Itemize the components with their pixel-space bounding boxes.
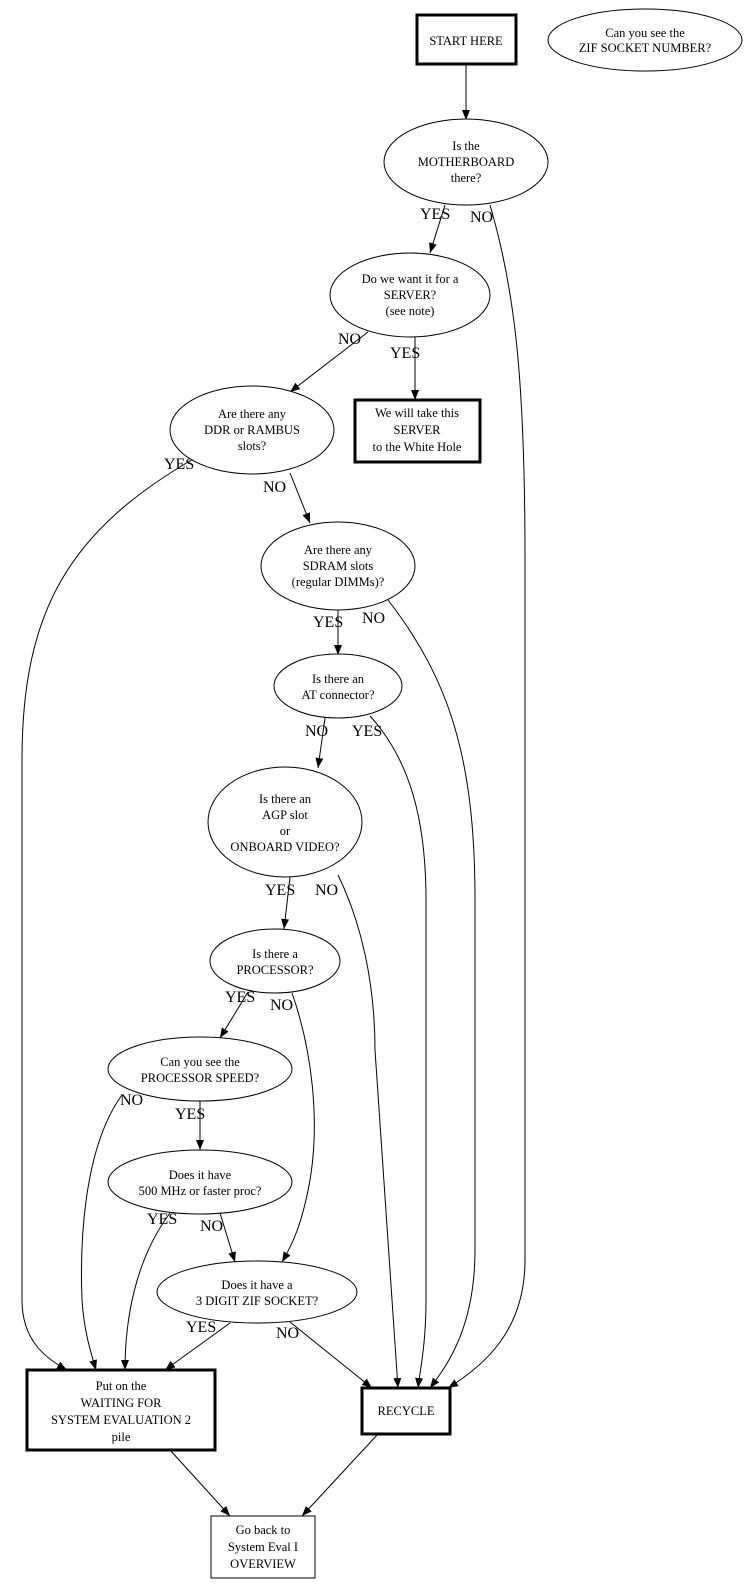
node-label: Can you see the: [160, 1055, 240, 1069]
node-label: SDRAM slots: [303, 559, 374, 573]
edge-label: YES: [164, 456, 194, 473]
edge-waiting-goback: [169, 1449, 231, 1517]
node-label: Go back to: [236, 1523, 291, 1537]
node-label: Do we want it for a: [362, 272, 459, 286]
edge-label: YES: [225, 989, 255, 1006]
edge-label: NO: [270, 997, 293, 1014]
edge-label: YES: [186, 1319, 216, 1336]
node-label: We will take this: [375, 406, 459, 420]
node-ddr: Are there any DDR or RAMBUS slots?: [169, 385, 335, 475]
node-label: Is there an: [259, 792, 312, 806]
node-label: or: [280, 824, 291, 838]
node-label: Is there an: [312, 672, 365, 686]
node-label: PROCESSOR?: [236, 963, 314, 977]
node-label: WAITING FOR: [81, 1396, 163, 1410]
node-server: Do we want it for a SERVER? (see note): [329, 252, 491, 338]
edge-label: NO: [362, 610, 385, 627]
node-label: 3 DIGIT ZIF SOCKET?: [196, 1294, 319, 1308]
node-start: START HERE: [415, 13, 518, 66]
node-label: AGP slot: [262, 808, 308, 822]
edge-label: YES: [390, 345, 420, 362]
edge-labels: YES NO NO YES YES NO YES NO NO YES YES N…: [120, 206, 493, 1342]
node-agp: Is there an AGP slot or ONBOARD VIDEO?: [207, 766, 363, 878]
edge-label: YES: [147, 1211, 177, 1228]
edge-recycle-goback: [301, 1433, 379, 1517]
node-label: SERVER?: [384, 288, 437, 302]
edge-processor-speed: [219, 991, 249, 1039]
node-recycle: RECYCLE: [360, 1386, 452, 1436]
node-label: to the White Hole: [373, 440, 462, 454]
node-take-server: We will take this SERVER to the White Ho…: [353, 398, 482, 464]
node-label: AT connector?: [301, 688, 374, 702]
edges: [21, 65, 526, 1517]
edge-motherboard-recycle: [447, 204, 526, 1389]
node-go-back: Go back to System Eval I OVERVIEW: [210, 1515, 316, 1579]
node-processor-speed: Can you see the PROCESSOR SPEED?: [107, 1036, 293, 1102]
edge-label: YES: [265, 882, 295, 899]
node-label: MOTHERBOARD: [418, 155, 515, 169]
node-label: there?: [451, 171, 482, 185]
node-zif3: Does it have a 3 DIGIT ZIF SOCKET?: [156, 1260, 358, 1324]
edge-label: YES: [313, 614, 343, 631]
edge-ddr-sdram: [289, 472, 311, 524]
node-label: Is the: [452, 139, 480, 153]
node-label: (see note): [386, 304, 435, 318]
node-at-connector: Is there an AT connector?: [273, 653, 403, 719]
node-500mhz: Does it have 500 MHz or faster proc?: [107, 1149, 293, 1215]
edge-zif3-waiting: [164, 1322, 231, 1371]
node-label: Is there a: [252, 947, 298, 961]
node-label: Are there any: [304, 543, 373, 557]
node-label: slots?: [238, 439, 267, 453]
node-label: Does it have: [169, 1168, 232, 1182]
edge-sdram-recycle: [387, 599, 476, 1389]
edge-at-recycle: [369, 715, 427, 1389]
node-label: SYSTEM EVALUATION 2: [51, 1413, 191, 1427]
edge-label: NO: [470, 209, 493, 226]
edge-at-agp: [315, 717, 326, 769]
edge-zif3-recycle: [289, 1321, 373, 1389]
node-label: RECYCLE: [378, 1404, 435, 1418]
node-label: Are there any: [218, 407, 287, 421]
edge-mhz-zif3: [219, 1212, 236, 1263]
node-label: PROCESSOR SPEED?: [141, 1071, 260, 1085]
node-label: System Eval I: [228, 1540, 298, 1554]
node-zif-socket-number: Can you see the ZIF SOCKET NUMBER?: [547, 8, 743, 72]
edge-server-ddr: [289, 331, 369, 393]
node-label: ZIF SOCKET NUMBER?: [579, 41, 712, 55]
edge-label: NO: [263, 479, 286, 496]
node-waiting: Put on the WAITING FOR SYSTEM EVALUATION…: [25, 1368, 217, 1452]
node-sdram: Are there any SDRAM slots (regular DIMMs…: [260, 521, 416, 611]
node-label: 500 MHz or faster proc?: [139, 1184, 262, 1198]
edge-agp-processor: [281, 876, 291, 930]
edge-agp-recycle: [337, 874, 402, 1389]
node-label: SERVER: [394, 423, 442, 437]
edge-label: YES: [420, 206, 450, 223]
node-label: pile: [112, 1430, 131, 1444]
node-label: Does it have a: [221, 1278, 293, 1292]
edge-processor-zif3: [281, 992, 315, 1263]
edge-speed-waiting: [80, 1094, 123, 1371]
edge-label: NO: [120, 1092, 143, 1109]
edge-label: NO: [315, 882, 338, 899]
node-label: ONBOARD VIDEO?: [230, 840, 340, 854]
edge-label: NO: [305, 723, 328, 740]
edge-label: YES: [352, 723, 382, 740]
node-label: OVERVIEW: [230, 1557, 296, 1571]
edge-motherboard-server: [429, 204, 446, 254]
node-motherboard: Is the MOTHERBOARD there?: [383, 118, 549, 206]
edge-label: YES: [175, 1106, 205, 1123]
edge-mhz-waiting: [121, 1212, 171, 1371]
node-label: START HERE: [429, 34, 503, 48]
edge-label: NO: [200, 1218, 223, 1235]
node-label: (regular DIMMs)?: [292, 575, 385, 589]
edge-label: NO: [338, 331, 361, 348]
node-processor: Is there a PROCESSOR?: [209, 928, 341, 994]
node-label: Put on the: [96, 1379, 147, 1393]
edge-label: NO: [276, 1325, 299, 1342]
edge-ddr-waiting: [21, 457, 196, 1371]
node-label: DDR or RAMBUS: [204, 423, 300, 437]
node-label: Can you see the: [605, 26, 685, 40]
